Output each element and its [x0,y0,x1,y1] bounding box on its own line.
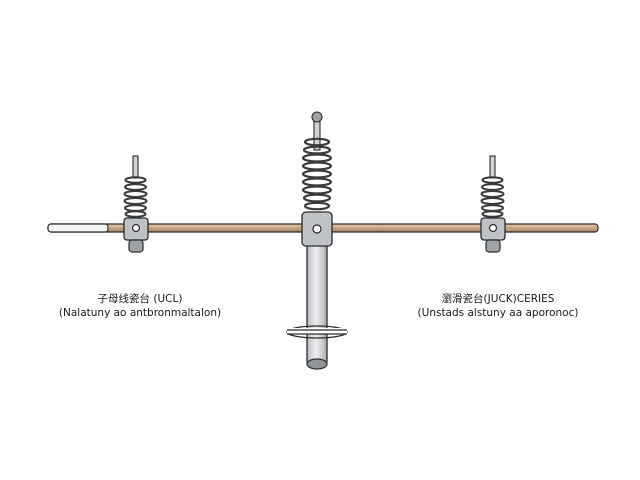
left-spring-coil [123,176,148,218]
right-spring-coil [480,176,505,218]
center-top-knob [311,111,323,123]
right-label-title: 瀏滑瓷台(JUCK)CERIES [441,293,555,305]
left-label-title: 子母线瓷台 (UCL) [97,293,183,305]
right-label-subtitle: (Unstads alstuny aa aporonoc) [417,307,579,319]
left-insulator [123,155,149,253]
left-label: 子母线瓷台 (UCL) (Nalatuny ao antbronmaltalon… [42,292,238,320]
center-support-post [286,235,348,370]
right-insulator [480,155,506,253]
right-label: 瀏滑瓷台(JUCK)CERIES (Unstads alstuny aa apo… [398,292,598,320]
center-insulator [301,111,333,247]
center-spring-coil [301,137,333,211]
left-label-subtitle: (Nalatuny ao antbronmaltalon) [58,307,222,319]
